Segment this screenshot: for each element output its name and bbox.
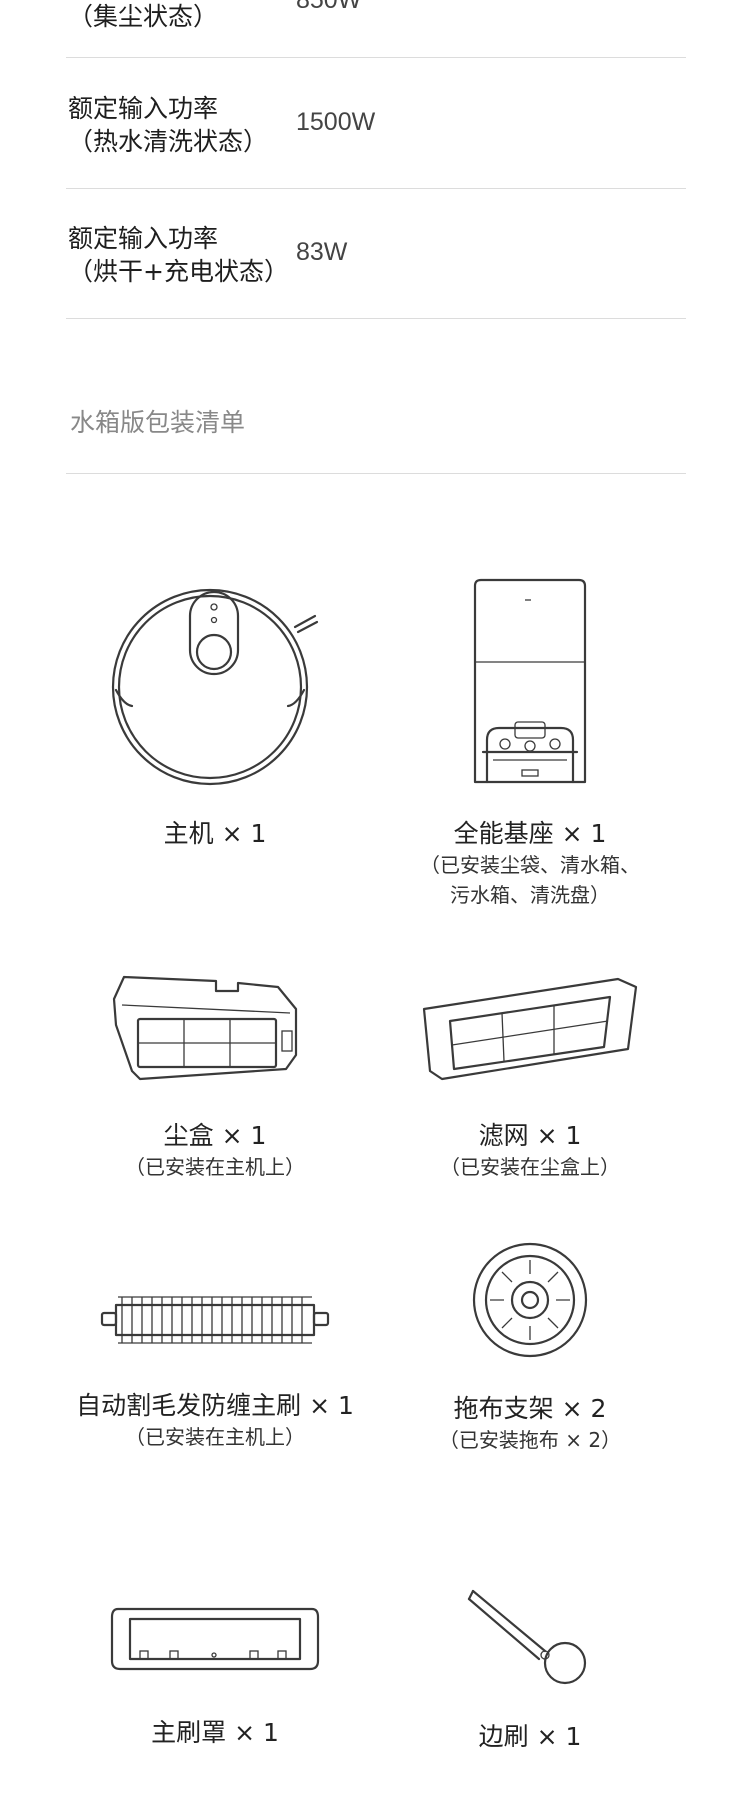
item-name: 全能基座 × 1 <box>453 819 607 848</box>
item-note: （已安装在主机上） <box>125 1425 305 1449</box>
package-item: 主机 × 1 <box>50 580 380 850</box>
item-name: 边刷 × 1 <box>478 1722 582 1751</box>
item-name: 尘盒 × 1 <box>163 1121 267 1150</box>
dust-box-icon <box>112 975 298 1081</box>
spec-value: 850W <box>296 0 362 14</box>
spec-label-line2: （烘干+充电状态） <box>68 257 289 286</box>
divider <box>66 318 686 319</box>
spec-value: 1500W <box>296 108 376 136</box>
spec-label-line1: 额定输入功率 <box>68 94 219 123</box>
package-item: 全能基座 × 1 （已安装尘袋、清水箱、 污水箱、清洗盘） <box>365 578 695 910</box>
divider <box>66 473 686 474</box>
spec-value: 83W <box>296 238 348 266</box>
base-station-icon <box>473 578 587 784</box>
item-name: 主机 × 1 <box>163 819 267 848</box>
item-note: （已安装在尘盒上） <box>440 1155 620 1179</box>
item-name: 自动割毛发防缠主刷 × 1 <box>76 1391 354 1420</box>
spec-row: 额定输入功率 （热水清洗状态） 1500W <box>66 92 686 162</box>
spec-label-line2: （热水清洗状态） <box>68 127 269 156</box>
package-item: 拖布支架 × 2 （已安装拖布 × 2） <box>365 1240 695 1455</box>
package-item: 尘盒 × 1 （已安装在主机上） <box>50 975 380 1182</box>
spec-label-line1: 额定输入功率 <box>68 224 219 253</box>
item-note: （已安装在主机上） <box>125 1155 305 1179</box>
package-item: 边刷 × 1 <box>365 1585 695 1753</box>
package-item: 主刷罩 × 1 <box>50 1605 380 1749</box>
main-brush-icon <box>100 1296 330 1344</box>
item-name: 拖布支架 × 2 <box>453 1394 607 1423</box>
item-name: 主刷罩 × 1 <box>151 1718 279 1747</box>
item-note: （已安装尘袋、清水箱、 <box>420 853 640 877</box>
item-note: 污水箱、清洗盘） <box>450 883 610 907</box>
item-name: 滤网 × 1 <box>478 1121 582 1150</box>
brush-cover-icon <box>110 1607 320 1671</box>
divider <box>66 188 686 189</box>
mop-holder-icon <box>472 1242 588 1358</box>
spec-row: 额定输入功率 （烘干+充电状态） 83W <box>66 222 686 292</box>
robot-vacuum-icon <box>111 588 319 786</box>
package-item: 自动割毛发防缠主刷 × 1 （已安装在主机上） <box>50 1285 380 1452</box>
section-title: 水箱版包装清单 <box>70 408 246 437</box>
spec-label-line2: （集尘状态） <box>68 2 219 31</box>
spec-row: （集尘状态） 850W <box>66 0 686 50</box>
side-brush-icon <box>467 1589 587 1685</box>
filter-icon <box>422 977 638 1081</box>
package-item: 滤网 × 1 （已安装在尘盒上） <box>365 975 695 1182</box>
divider <box>66 57 686 58</box>
item-note: （已安装拖布 × 2） <box>438 1428 622 1452</box>
